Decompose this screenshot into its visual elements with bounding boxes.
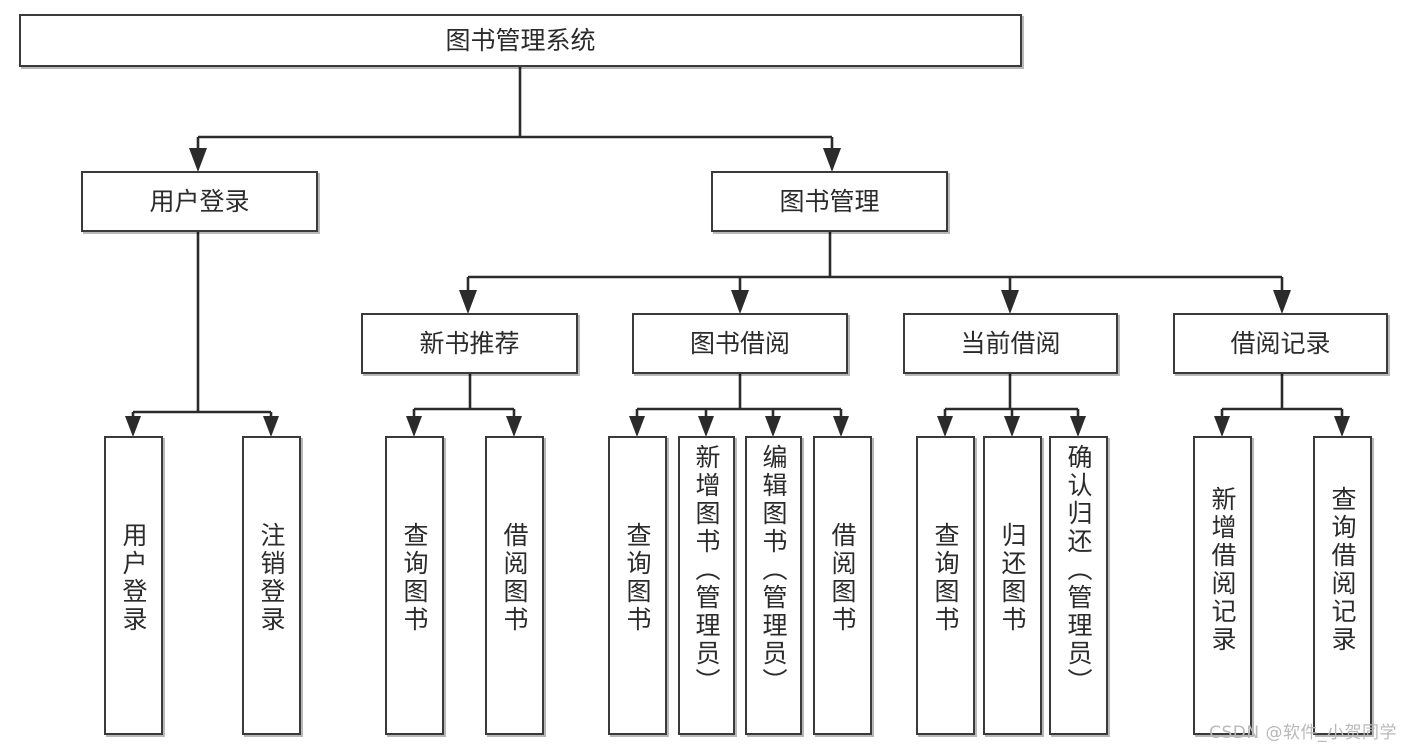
- node-new-book-recommend[interactable]: 新书推荐: [361, 313, 578, 374]
- leaf-current-borrow-confirm-return-admin[interactable]: 确认归还（管理员）: [1049, 436, 1108, 735]
- leaf-current-borrow-return-book[interactable]: 归还图书: [983, 436, 1042, 735]
- node-label: 查询图书: [623, 522, 652, 634]
- node-label: 图书管理系统: [445, 25, 596, 55]
- node-label: 借阅图书: [500, 522, 529, 634]
- node-label: 新增图书（管理员）: [692, 444, 721, 696]
- leaf-book-borrow-edit-book-admin[interactable]: 编辑图书（管理员）: [745, 436, 802, 735]
- node-label: 确认归还（管理员）: [1064, 444, 1093, 696]
- leaf-book-borrow-query-book[interactable]: 查询图书: [608, 436, 667, 735]
- leaf-new-book-query-book[interactable]: 查询图书: [385, 436, 444, 735]
- node-current-borrow[interactable]: 当前借阅: [903, 313, 1118, 374]
- leaf-user-login-logout[interactable]: 注销登录: [242, 436, 301, 735]
- node-label: 编辑图书（管理员）: [759, 444, 788, 696]
- node-label: 查询借阅记录: [1328, 486, 1357, 654]
- leaf-book-borrow-borrow-book[interactable]: 借阅图书: [813, 436, 872, 735]
- node-root-book-management-system[interactable]: 图书管理系统: [19, 14, 1022, 67]
- node-label: 当前借阅: [960, 328, 1061, 358]
- node-label: 查询图书: [400, 522, 429, 634]
- leaf-current-borrow-query-book[interactable]: 查询图书: [916, 436, 975, 735]
- leaf-borrow-record-add-record[interactable]: 新增借阅记录: [1193, 436, 1252, 735]
- leaf-user-login-login[interactable]: 用户登录: [104, 436, 163, 735]
- leaf-new-book-borrow-book[interactable]: 借阅图书: [485, 436, 544, 735]
- node-label: 新书推荐: [419, 328, 520, 358]
- node-label: 注销登录: [257, 522, 286, 634]
- node-user-login[interactable]: 用户登录: [81, 171, 318, 232]
- node-label: 图书管理: [779, 186, 880, 216]
- node-label: 查询图书: [931, 522, 960, 634]
- node-label: 归还图书: [998, 522, 1027, 634]
- leaf-book-borrow-add-book-admin[interactable]: 新增图书（管理员）: [678, 436, 735, 735]
- node-label: 用户登录: [119, 522, 148, 634]
- node-label: 用户登录: [149, 186, 250, 216]
- node-book-borrow[interactable]: 图书借阅: [632, 313, 848, 374]
- node-label: 新增借阅记录: [1208, 486, 1237, 654]
- csdn-watermark: CSDN @软件_小贺同学: [1209, 723, 1397, 743]
- node-book-management[interactable]: 图书管理: [711, 171, 948, 232]
- node-label: 图书借阅: [689, 328, 790, 358]
- node-label: 借阅记录: [1230, 328, 1331, 358]
- node-borrow-record[interactable]: 借阅记录: [1173, 313, 1388, 374]
- node-label: 借阅图书: [828, 522, 857, 634]
- leaf-borrow-record-query-record[interactable]: 查询借阅记录: [1313, 436, 1372, 735]
